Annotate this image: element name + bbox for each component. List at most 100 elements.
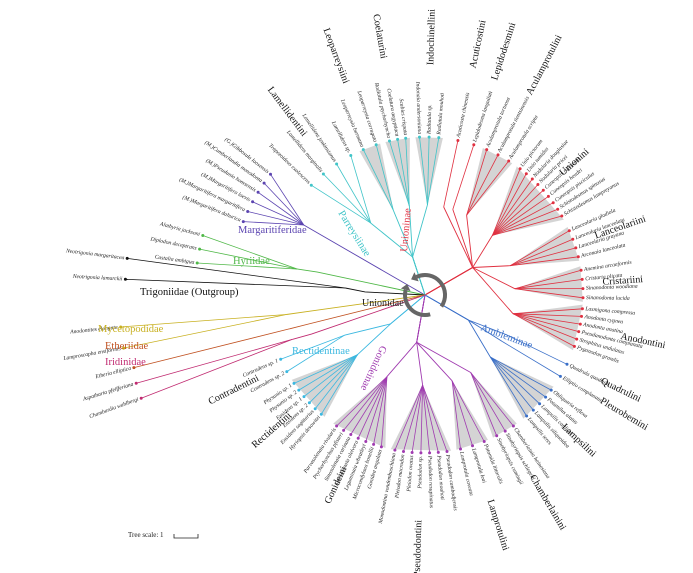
tip-node-33 (531, 408, 535, 412)
tip-branch-16 (509, 247, 576, 267)
tip-node-80 (269, 172, 272, 176)
tip-node-15 (571, 237, 575, 241)
tip-node-22 (580, 307, 584, 311)
tip-branch-67 (362, 149, 394, 211)
taxon-label-74: Radiatula mouhoti (436, 92, 446, 136)
tip-branch-89 (136, 339, 293, 384)
taxon-label-39: Lamprotula leai (470, 447, 487, 485)
tribe-label-leoparreysiini: Leoparreysiini (321, 27, 352, 86)
tip-node-51 (356, 436, 360, 440)
tree-scale: Tree scale: 1 (128, 531, 199, 539)
tip-node-62 (279, 357, 283, 361)
tip-node-87 (122, 346, 126, 350)
tip-node-40 (459, 447, 462, 451)
tip-node-0 (456, 139, 460, 142)
tip-branch-79 (263, 182, 305, 226)
tip-branch-40 (451, 380, 461, 450)
tip-branch-87 (123, 314, 287, 349)
tree-scale-bar (173, 534, 199, 539)
taxon-label-89: Aspatharia pfeifferiana (81, 381, 134, 403)
subfamily-label-hyriidae: Hyriidae (233, 256, 270, 267)
stem-branch-22 (345, 287, 426, 296)
tribe-label-pseudodontini: Pseudodontini (412, 520, 425, 573)
tip-node-25 (577, 330, 581, 334)
taxon-label-18: Anemina arcaeformis (582, 259, 632, 274)
tip-node-72 (418, 135, 421, 139)
tribe-label-coelaturini: Coelaturini (370, 13, 389, 59)
tip-branch-21 (514, 288, 584, 299)
tip-node-70 (396, 137, 400, 141)
tip-node-14 (567, 229, 571, 233)
taxon-label-47: Monodontina vondembuschiana (378, 452, 398, 525)
tip-node-68 (374, 143, 378, 147)
tip-branch-61 (286, 334, 345, 372)
tribe-label-anodontini: Anodontini (619, 331, 666, 351)
branch-layer (119, 135, 585, 455)
tip-node-36 (503, 429, 507, 433)
tip-node-85 (125, 256, 129, 260)
root-marker: Unionidae (362, 272, 447, 317)
taxon-label-71: Scabies crispata (398, 98, 408, 135)
taxon-label-83: Alathyria jacksoni (158, 221, 201, 238)
stem-branch-12 (416, 294, 426, 386)
subfamily-label-rectidentinae: Rectidentinae (292, 346, 350, 357)
tip-branch-64 (323, 173, 372, 224)
taxon-label-81: Castalia ambigua (154, 254, 195, 266)
tip-node-13 (560, 214, 564, 218)
tip-branch-17 (510, 256, 579, 267)
tip-branch-68 (375, 144, 394, 211)
tip-node-59 (297, 388, 301, 392)
stem-branch-13 (386, 294, 426, 377)
taxon-label-20: Sinanodonta woodiana (586, 284, 638, 292)
tip-branch-74 (427, 137, 440, 206)
tip-branch-41 (422, 384, 448, 452)
tip-branch-0 (443, 140, 459, 208)
tip-branch-44 (420, 384, 423, 453)
tip-branch-84 (125, 278, 346, 289)
tip-node-67 (361, 148, 365, 152)
tip-node-75 (241, 220, 245, 224)
tip-branch-80 (270, 174, 305, 226)
tip-branch-77 (252, 201, 304, 226)
tip-node-43 (428, 451, 432, 455)
tip-branch-37 (470, 372, 498, 436)
tip-node-60 (292, 381, 296, 385)
tip-node-86 (119, 325, 123, 329)
tip-node-31 (544, 395, 548, 399)
tip-node-6 (524, 172, 528, 176)
taxon-label-44: Pseudodon sp. (417, 456, 424, 490)
tribe-label-chamberlainini: Chamberlainini (527, 473, 568, 532)
tip-node-82 (198, 247, 202, 251)
tip-branch-11 (492, 202, 554, 236)
tip-node-88 (132, 366, 136, 370)
tip-branch-50 (365, 376, 388, 442)
stem-branch-21 (297, 268, 426, 296)
subfamily-label-margaritiferidae: Margaritiferidae (238, 225, 307, 236)
tip-node-81 (195, 261, 199, 265)
clade-shade-14 (291, 354, 358, 417)
tree-scale-label: Tree scale: 1 (128, 531, 164, 539)
tribe-label-lamprotulini: Lamprotulini (485, 498, 511, 552)
tip-node-49 (372, 442, 376, 446)
tip-node-63 (309, 183, 313, 187)
tip-node-45 (410, 451, 414, 454)
stem-branch-3 (424, 235, 493, 296)
stem-branch-20 (303, 224, 426, 296)
tip-node-5 (518, 167, 522, 171)
tip-branch-27 (512, 313, 575, 347)
tip-branch-24 (512, 313, 581, 325)
tip-branch-34 (489, 356, 527, 417)
tip-node-39 (471, 444, 474, 448)
taxon-label-0: Acuticosta chinensis (456, 92, 472, 139)
tip-branch-35 (470, 372, 514, 427)
tribe-label-pleurobemini: Pleurobemini (598, 396, 650, 433)
tip-node-24 (578, 322, 582, 326)
tip-node-28 (565, 362, 569, 366)
tip-branch-81 (197, 262, 298, 270)
tip-node-44 (419, 451, 423, 455)
tip-branch-70 (397, 139, 410, 207)
taxon-label-73: Radiatula sp. (426, 104, 433, 135)
clade-shade-2 (466, 148, 513, 216)
tip-node-89 (134, 381, 138, 385)
